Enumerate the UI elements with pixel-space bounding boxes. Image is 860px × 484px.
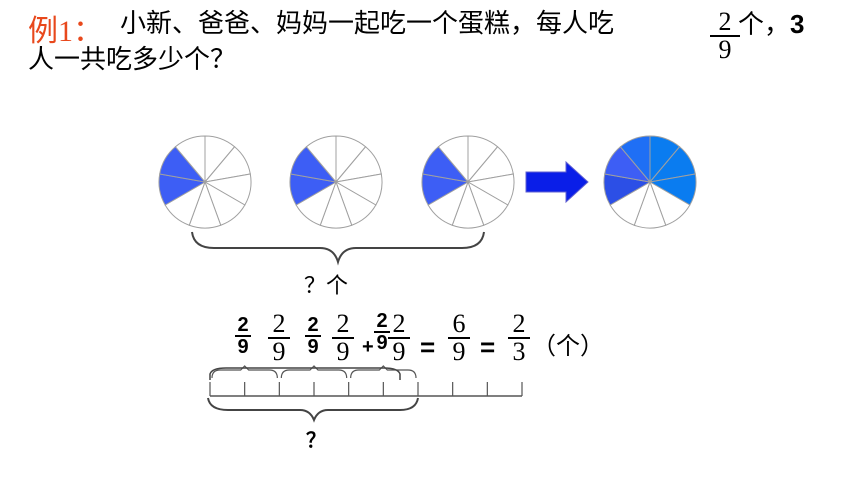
unit-label: （个）	[532, 332, 604, 360]
addend-fraction-1: 2 9	[268, 309, 290, 366]
small-fraction-1: 2 9	[235, 314, 251, 358]
small-denominator: 9	[376, 332, 388, 354]
plus-sign: +	[362, 336, 374, 358]
small-fraction-3: 2 9	[374, 310, 390, 354]
addend-numerator: 2	[392, 309, 406, 338]
small-fraction-2: 2 9	[305, 314, 321, 358]
bottom-brace	[207, 397, 419, 423]
top-brace	[209, 367, 401, 380]
example-label: 例1：	[28, 15, 103, 48]
question-fraction: 2 9	[710, 7, 740, 64]
pie-slice-empty	[437, 135, 469, 184]
pie-slice-filled	[619, 135, 651, 184]
fraction-bar	[508, 337, 530, 339]
group-brace	[211, 365, 278, 379]
fraction-bar	[448, 337, 470, 339]
small-numerator: 2	[307, 314, 319, 336]
question-tail: 个，	[738, 10, 791, 40]
small-numerator: 2	[237, 314, 249, 336]
addend-denominator: 9	[272, 337, 286, 366]
equals-sign-1: =	[420, 332, 436, 362]
pie-group	[158, 135, 697, 229]
group-brace	[350, 365, 417, 379]
fraction-bar	[710, 35, 740, 37]
question-text: 小新、爸爸、妈妈一起吃一个蛋糕，每人吃	[120, 9, 615, 39]
sum-denominator: 9	[452, 337, 466, 366]
pie-slice-empty	[305, 135, 337, 184]
addend-fraction-3: 2 9	[388, 309, 410, 366]
fraction-bar	[235, 335, 251, 337]
question-line-1-tail: 个，3	[738, 9, 804, 40]
question-fraction-denominator: 9	[718, 35, 732, 64]
addend-denominator: 9	[392, 337, 406, 366]
addend-numerator: 2	[272, 309, 286, 338]
sum-numerator: 6	[452, 309, 466, 338]
equals-sign-2: =	[480, 332, 496, 362]
small-denominator: 9	[307, 336, 319, 358]
sum-fraction: 6 9	[448, 309, 470, 366]
addend-denominator: 9	[336, 337, 350, 366]
simplified-fraction: 2 3	[508, 309, 530, 366]
fraction-bar	[268, 337, 290, 339]
addend-fraction-2: 2 9	[332, 309, 354, 366]
question-fraction-numerator: 2	[718, 7, 732, 36]
number-line-label: ？	[306, 430, 326, 452]
question-line-2: 人一共吃多少个？	[28, 45, 237, 75]
simplified-numerator: 2	[512, 309, 526, 338]
fraction-bar	[332, 337, 354, 339]
fraction-bar	[388, 337, 410, 339]
number-line	[209, 365, 523, 397]
pie-brace	[191, 231, 485, 266]
question-count: 3	[790, 9, 805, 39]
pie-slice-empty	[174, 135, 206, 184]
small-denominator: 9	[237, 336, 249, 358]
small-numerator: 2	[376, 310, 388, 332]
arrow-icon	[525, 160, 589, 204]
fraction-bar	[374, 331, 390, 333]
simplified-denominator: 3	[512, 337, 526, 366]
fraction-bar	[305, 335, 321, 337]
addend-numerator: 2	[336, 309, 350, 338]
group-brace	[280, 365, 348, 379]
pie-brace-label: ？个	[304, 274, 349, 299]
question-line-1: 小新、爸爸、妈妈一起吃一个蛋糕，每人吃	[120, 9, 614, 39]
